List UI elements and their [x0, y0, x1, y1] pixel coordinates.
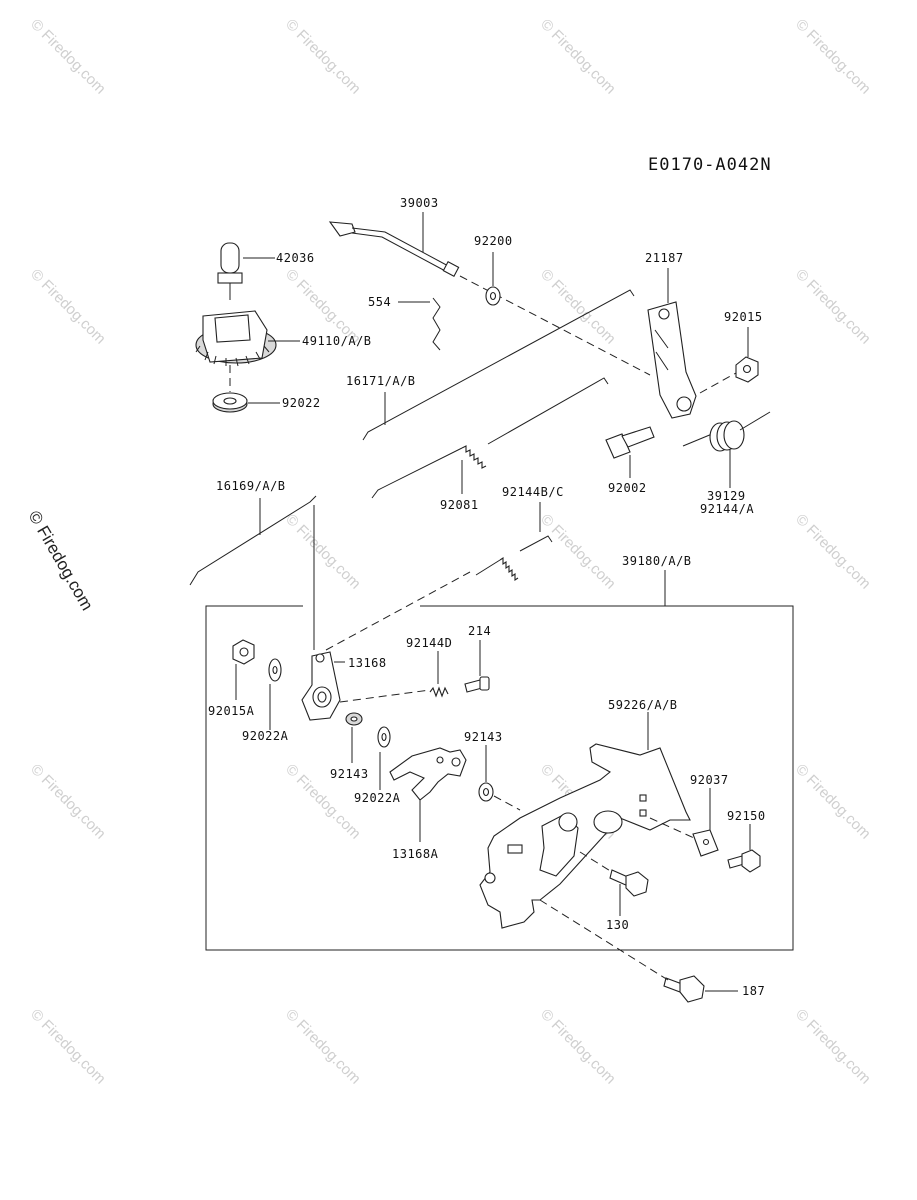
part-label: 39180/A/B — [622, 554, 692, 568]
pivot-bolt-part — [609, 869, 649, 897]
side-watermark: © Firedog.com — [25, 508, 97, 614]
part-label: 49110/A/B — [302, 334, 372, 348]
part-label: 92144D — [406, 636, 452, 650]
watermark: © Firedog.com — [792, 1006, 874, 1088]
mount-bolt-part — [663, 975, 705, 1003]
lever-plate-part — [301, 651, 341, 721]
part-label: 42036 — [276, 251, 315, 265]
lever-washer-part — [345, 712, 363, 726]
watermark: © Firedog.com — [792, 16, 874, 98]
watermark: © Firedog.com — [27, 16, 109, 98]
part-label: 92200 — [474, 234, 513, 248]
watermark: © Firedog.com — [537, 266, 619, 348]
watermark: © Firedog.com — [792, 511, 874, 593]
part-label: 92015A — [208, 704, 255, 718]
control-knob-part — [217, 242, 243, 300]
clip-part — [432, 297, 441, 351]
plate-bolt-part — [727, 849, 761, 873]
part-label: 92143 — [330, 767, 369, 781]
bracket-washer-part — [268, 658, 282, 682]
part-label: 187 — [742, 984, 765, 998]
watermark: © Firedog.com — [27, 761, 109, 843]
part-label: 39129 — [707, 489, 746, 503]
part-label: 554 — [368, 295, 391, 309]
leader-line — [649, 817, 695, 839]
plate-washer-part — [478, 782, 494, 802]
part-label: 21187 — [645, 251, 684, 265]
lever-washer-part — [377, 726, 391, 748]
part-label: 130 — [606, 918, 629, 932]
small-bolt-part — [464, 676, 490, 693]
lever-shaft-part — [328, 221, 460, 277]
plate-clip-part — [692, 829, 719, 857]
lever-bracket-part — [389, 747, 467, 801]
part-label: 92144B/C — [502, 485, 564, 499]
shaft-washer-part — [485, 286, 501, 306]
part-label: 214 — [468, 624, 491, 638]
sector-gear-part — [195, 310, 277, 367]
leader-line — [579, 851, 613, 873]
control-plate-part — [479, 743, 691, 929]
part-label: 92002 — [608, 481, 647, 495]
part-label: 92015 — [724, 310, 763, 324]
watermark: © Firedog.com — [27, 266, 109, 348]
part-label: 59226/A/B — [608, 698, 678, 712]
arm-bolt-part — [605, 426, 655, 459]
part-label: 13168 — [348, 656, 387, 670]
part-label: 92144/A — [700, 502, 754, 516]
assembly-frame — [205, 605, 794, 951]
part-label: 13168A — [392, 847, 439, 861]
leader-line — [325, 571, 471, 651]
part-label: 39003 — [400, 196, 439, 210]
part-label: 16171/A/B — [346, 374, 416, 388]
part-label: 92150 — [727, 809, 766, 823]
watermark: © Firedog.com — [27, 1006, 109, 1088]
watermark: © Firedog.com — [537, 1006, 619, 1088]
watermark: © Firedog.com — [792, 266, 874, 348]
watermark: © Firedog.com — [537, 16, 619, 98]
part-label: 16169/A/B — [216, 479, 286, 493]
watermark: © Firedog.com — [537, 511, 619, 593]
part-label: 92022A — [354, 791, 401, 805]
watermark: © Firedog.com — [792, 761, 874, 843]
governor-spring-part — [682, 411, 771, 452]
watermark-grid: © Firedog.com © Firedog.com © Firedog.co… — [27, 16, 874, 1088]
part-label: 92081 — [440, 498, 479, 512]
leader-line — [699, 372, 737, 394]
leader-line — [493, 795, 521, 811]
bracket-nut-part — [232, 639, 255, 665]
small-spring-part — [429, 686, 449, 698]
watermark: © Firedog.com — [282, 1006, 364, 1088]
part-label: 92143 — [464, 730, 503, 744]
part-label: 92022 — [282, 396, 321, 410]
watermark: © Firedog.com — [282, 511, 364, 593]
washer-part — [212, 392, 248, 413]
governor-arm-part — [647, 301, 697, 419]
leader-line — [539, 899, 669, 981]
arm-nut-part — [735, 356, 759, 383]
leader-line — [459, 275, 651, 376]
spring-rod-part — [371, 377, 609, 499]
control-rod-part — [362, 289, 635, 441]
part-label: 92022A — [242, 729, 289, 743]
part-label: 92037 — [690, 773, 729, 787]
link-spring-part — [475, 535, 553, 582]
leader-line — [339, 689, 431, 703]
link-rod-part — [189, 495, 317, 586]
diagram-reference-code: E0170-A042N — [648, 155, 772, 175]
watermark: © Firedog.com — [282, 16, 364, 98]
